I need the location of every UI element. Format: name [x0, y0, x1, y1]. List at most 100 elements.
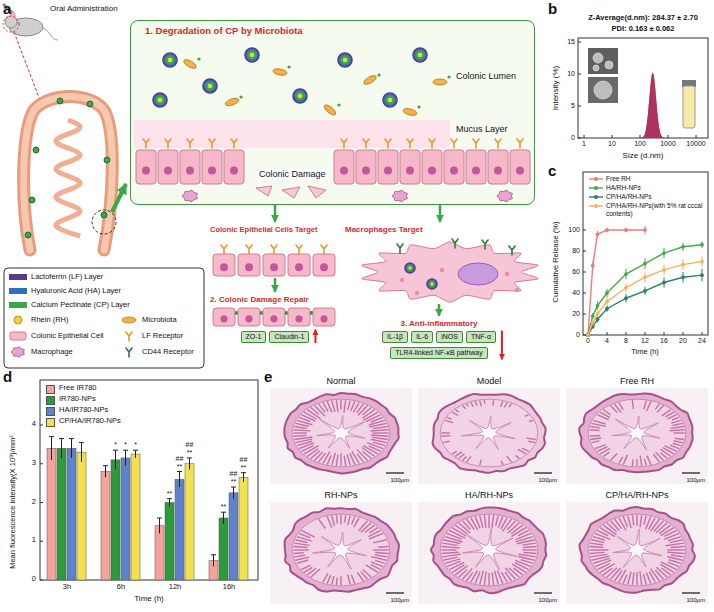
epithelial-cell: [136, 150, 156, 184]
tissue-macrophage: [392, 190, 407, 201]
data-point: [700, 273, 704, 277]
crypt: [471, 571, 478, 583]
pectinate-fragment: [447, 75, 450, 78]
axis-title: Size (d.nm): [623, 151, 664, 160]
heading: CP/HA/RH-NPs: [566, 490, 708, 501]
tick-label: 3: [32, 459, 36, 468]
crypt: [372, 437, 388, 439]
legend-swatch: [46, 396, 55, 405]
crypt: [518, 556, 535, 560]
crypt: [452, 451, 457, 454]
error-bar: [115, 450, 116, 469]
peak-stripe: [662, 137, 663, 138]
receptor: [271, 245, 277, 254]
error-bar: [223, 512, 224, 524]
anti-inflammatory-panel: 3. Anti-inflammatoryIL-1βIL-6iNOSTNF-αTL…: [350, 316, 528, 359]
crypt: [295, 557, 309, 560]
nanoparticle-core: [158, 98, 163, 103]
connector-arrow: [438, 304, 441, 316]
nanoparticle-shell: [405, 263, 415, 273]
crypt: [352, 516, 355, 524]
colon-wall: [579, 393, 692, 472]
crypt: [610, 521, 619, 531]
tick: [640, 135, 641, 138]
node-label: 1. Degradation of CP by Microbiota: [145, 25, 303, 36]
nanoparticle-shell: [153, 93, 167, 107]
error-cap: [133, 450, 138, 451]
peak-stripe: [657, 114, 658, 138]
error-bar: [105, 466, 106, 478]
connector-arrow: [439, 205, 442, 222]
data-point: [586, 333, 590, 337]
crypt: [348, 401, 351, 410]
series-sample-marker: [594, 186, 598, 190]
bar: [185, 464, 194, 580]
crypt: [373, 549, 389, 550]
crypt: [607, 523, 617, 532]
tick: [696, 135, 697, 138]
repair-panel: 2. Colonic Damage RepairZO-1Claudin-1: [210, 292, 340, 343]
scale-bar: [386, 592, 404, 593]
nanoparticle-layer: [295, 91, 305, 101]
release-line: [588, 245, 702, 335]
crypt: [670, 430, 685, 431]
nanoparticle-core: [430, 282, 433, 285]
microbe: [323, 103, 338, 117]
oral-nanoparticle: [101, 212, 107, 218]
crypt: [651, 569, 660, 581]
crypt: [649, 518, 656, 530]
vial: [683, 86, 695, 128]
cell-nucleus: [245, 263, 253, 271]
receptor: [246, 245, 252, 254]
microbe: [224, 97, 239, 107]
node-label: iNOS: [441, 333, 458, 341]
receptor: [363, 139, 369, 148]
data-point: [624, 228, 628, 232]
crypt: [664, 446, 676, 452]
rhein-sample: [14, 316, 22, 324]
tick-label: 3h: [63, 583, 71, 592]
scale-bar: [682, 472, 700, 473]
crypt: [295, 540, 307, 543]
microbe: [362, 74, 377, 86]
size-distribution-chart: [578, 38, 708, 138]
peak-stripe: [652, 74, 653, 138]
damaged-cell: [308, 186, 326, 198]
nanoparticle-shell: [427, 279, 437, 289]
tick-label: 16: [660, 337, 668, 345]
crypt: [523, 546, 536, 548]
series-sample-marker: [594, 195, 598, 199]
tick: [583, 293, 586, 294]
receptor: [321, 245, 327, 254]
peak-stripe: [658, 124, 659, 138]
crypt: [674, 432, 685, 433]
oral-nanoparticle: [104, 157, 110, 163]
error-bar: [179, 472, 180, 488]
crypt: [445, 420, 453, 422]
cell-nucleus: [270, 315, 277, 322]
colon-wall: [284, 393, 398, 473]
legend-item: HA/IR780-NPs: [46, 405, 108, 416]
crypt: [294, 555, 305, 557]
crypt: [671, 555, 684, 557]
node-label: Colonic Lumen: [456, 71, 516, 82]
nanoparticle-shell: [163, 53, 177, 67]
peak-stripe: [655, 89, 656, 138]
crypt: [373, 427, 388, 429]
legend-box: [4, 268, 204, 368]
crypt: [452, 412, 458, 415]
heading: Normal: [270, 376, 412, 387]
crypt: [632, 515, 633, 525]
legend-swatch: [46, 385, 55, 394]
crypt: [345, 515, 346, 523]
crypt: [297, 560, 308, 563]
crypt: [623, 575, 627, 584]
cell-nucleus: [320, 315, 327, 322]
significance-mark: ##: [186, 441, 194, 449]
error-bar: [169, 499, 170, 507]
colon-wall: [285, 508, 399, 592]
receptor: [385, 139, 391, 148]
crypt: [647, 456, 651, 465]
histology-image: [566, 388, 708, 484]
receptor: [143, 139, 149, 148]
